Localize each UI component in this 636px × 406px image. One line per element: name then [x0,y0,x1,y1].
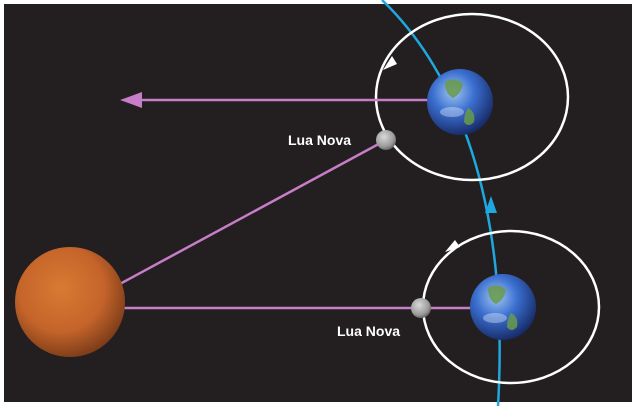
moon-bottom-icon [411,298,431,318]
moon-bottom-label: Lua Nova [337,323,400,339]
sun-icon [15,247,125,357]
moon-orbit-top-arrow-icon [383,56,397,70]
earth-top-icon [427,69,493,135]
earth-orbit-arrow-icon [485,196,497,213]
sun-line-top [117,138,387,287]
direction-arrow-icon [120,92,142,108]
moon-orbit-bottom-arrow-icon [445,240,460,252]
moon-top-icon [376,130,396,150]
earth-bottom-icon [470,274,536,340]
moon-top-label: Lua Nova [288,132,351,148]
moon-orbit-top [374,12,570,182]
